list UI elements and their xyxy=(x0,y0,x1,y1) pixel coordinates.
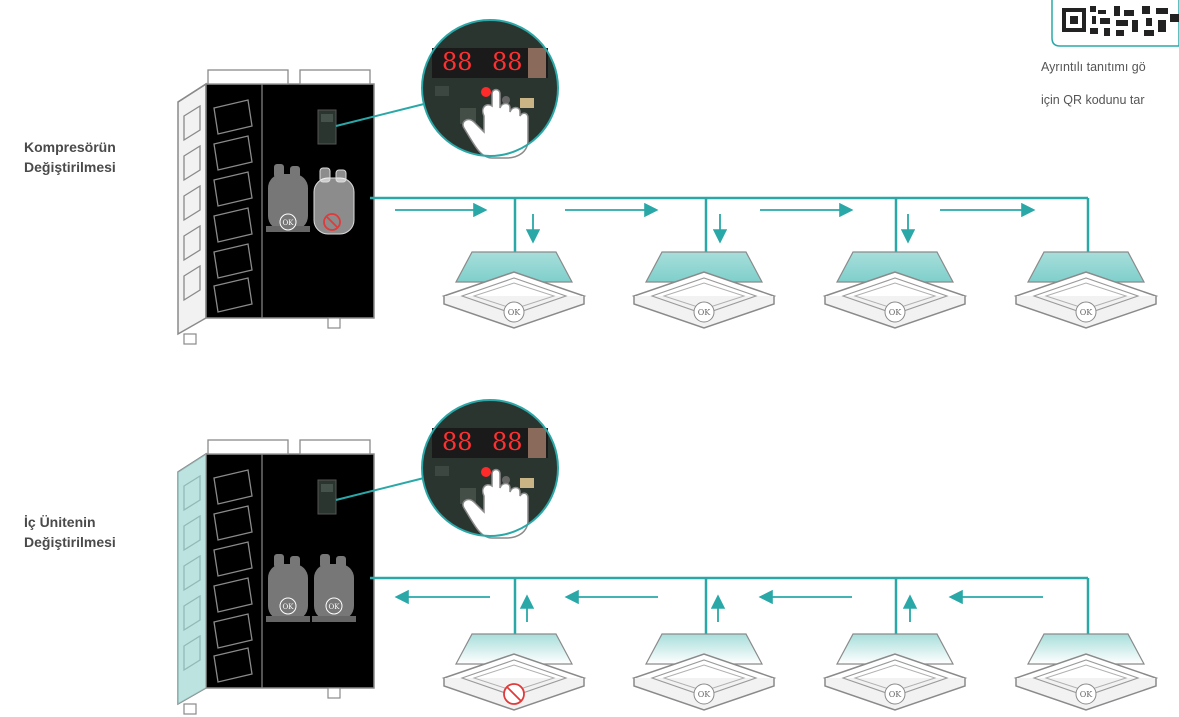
indoor-unit-bottom-1 xyxy=(443,633,585,711)
svg-text:OK: OK xyxy=(283,603,295,611)
svg-text:OK: OK xyxy=(698,690,712,699)
svg-text:OK: OK xyxy=(698,308,712,317)
svg-text:OK: OK xyxy=(889,690,903,699)
svg-text:OK: OK xyxy=(1080,690,1094,699)
section-label-compressor: Kompresörün Değiştirilmesi xyxy=(24,137,116,177)
label-line-1: İç Ünitenin xyxy=(24,514,96,530)
indoor-unit-bottom-4: OK xyxy=(1015,633,1157,711)
svg-text:OK: OK xyxy=(508,308,522,317)
zoom-connector xyxy=(335,103,425,127)
indoor-unit-top-1: OK xyxy=(443,251,585,329)
indoor-unit-bottom-3: OK xyxy=(824,633,966,711)
indoor-unit-top-2: OK xyxy=(633,251,775,329)
qr-caption-line-1: Ayrıntılı tanıtımı gö xyxy=(1041,60,1146,74)
prohibited-icon xyxy=(503,683,525,705)
zoom-control-board-bottom xyxy=(421,399,559,539)
flow-arrow-icon xyxy=(394,589,1043,622)
outdoor-unit-bottom: OK OK xyxy=(177,439,375,715)
section-label-indoor: İç Ünitenin Değiştirilmesi xyxy=(24,512,116,552)
indoor-unit-bottom-2: OK xyxy=(633,633,775,711)
label-line-2: Değiştirilmesi xyxy=(24,159,116,175)
pipe-network-bottom xyxy=(370,576,1090,634)
label-line-1: Kompresörün xyxy=(24,139,116,155)
qr-code-icon xyxy=(1051,0,1179,47)
zoom-control-board-top xyxy=(421,19,559,159)
indoor-unit-top-4: OK xyxy=(1015,251,1157,329)
ok-mark: OK xyxy=(283,219,295,227)
outdoor-unit-top: OK xyxy=(177,69,375,345)
svg-text:OK: OK xyxy=(1080,308,1094,317)
pipe-network-top xyxy=(370,196,1090,252)
flow-arrow-icon xyxy=(395,202,1036,244)
indoor-unit-top-3: OK xyxy=(824,251,966,329)
qr-caption-line-2: için QR kodunu tar xyxy=(1041,93,1145,107)
svg-text:OK: OK xyxy=(889,308,903,317)
svg-text:OK: OK xyxy=(329,603,341,611)
prohibited-icon xyxy=(323,213,341,231)
label-line-2: Değiştirilmesi xyxy=(24,534,116,550)
